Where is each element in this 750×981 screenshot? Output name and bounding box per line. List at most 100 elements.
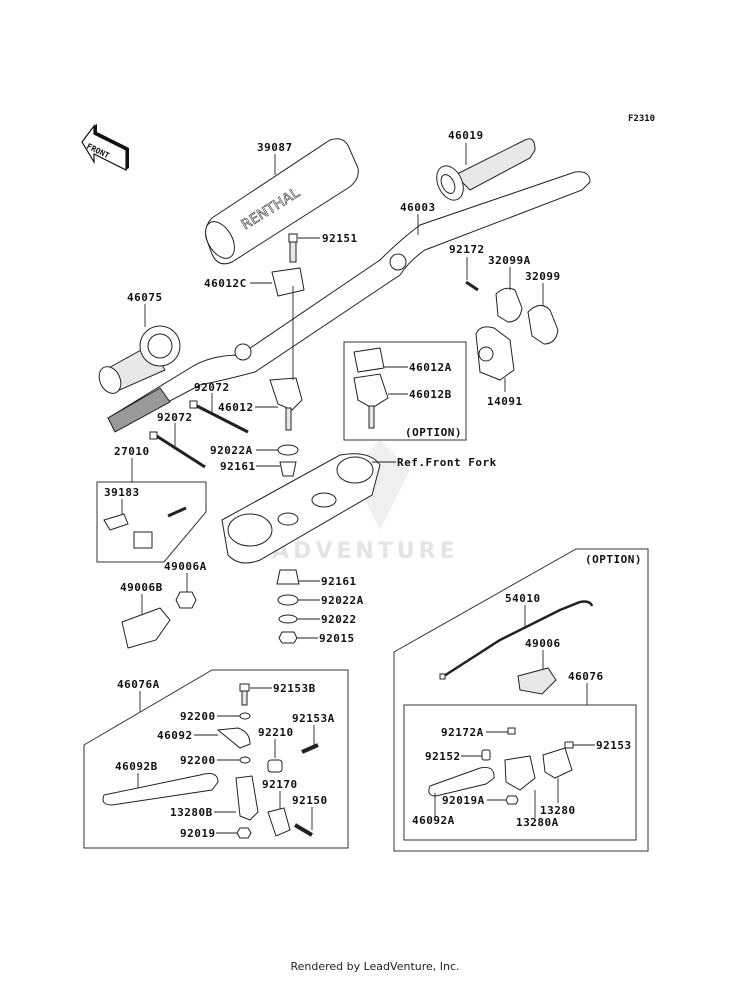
part-label-14091: 14091 — [487, 395, 523, 408]
upper-clamp-46012C — [271, 267, 305, 297]
part-label-27010: 27010 — [114, 445, 150, 458]
clamp-92170 — [267, 807, 291, 837]
footer-credit: Rendered by LeadVenture, Inc. — [290, 960, 460, 973]
bolt-92150 — [293, 823, 314, 837]
brake-lever-box — [403, 704, 637, 841]
washer-92022A — [277, 444, 299, 456]
part-label-13280: 13280 — [540, 804, 576, 817]
part-label-92072-a: 92072 — [194, 381, 230, 394]
clamp-46012A — [353, 347, 385, 373]
switch-clamp-39183 — [103, 513, 129, 531]
part-label-49006A: 49006A — [164, 560, 207, 573]
nut-92015 — [278, 631, 298, 644]
nut-92019A — [505, 795, 519, 805]
screw-92172A — [507, 727, 516, 735]
part-label-46092A: 46092A — [412, 814, 455, 827]
kill-switch-box — [96, 481, 207, 563]
option-box-clamps — [343, 341, 467, 441]
washer-92200-a — [239, 712, 251, 720]
part-label-92022A-lower: 92022A — [321, 594, 364, 607]
part-label-13280B: 13280B — [170, 806, 213, 819]
cable-54010 — [443, 600, 594, 678]
part-label-49006: 49006 — [525, 637, 561, 650]
washer-92022 — [278, 614, 298, 624]
screw-92172 — [465, 280, 479, 292]
washer-92022A-lower — [277, 594, 299, 606]
part-label-92072-b: 92072 — [157, 411, 193, 424]
part-label-92153: 92153 — [596, 739, 632, 752]
part-label-32099: 32099 — [525, 270, 561, 283]
left-grip-46075 — [98, 325, 181, 394]
part-label-46092: 46092 — [157, 729, 193, 742]
part-label-92019A: 92019A — [442, 794, 485, 807]
holder-13280A — [504, 755, 536, 791]
kill-switch — [133, 531, 153, 549]
adjuster-92210 — [267, 759, 283, 773]
part-label-92170: 92170 — [262, 778, 298, 791]
part-label-46076A: 46076A — [117, 678, 160, 691]
throttle-cover-49006B — [121, 607, 171, 649]
figure-id: F2310 — [628, 114, 655, 124]
clamp-13280 — [542, 747, 573, 779]
part-label-92210: 92210 — [258, 726, 294, 739]
part-label-49006B: 49006B — [120, 581, 163, 594]
triple-clamp — [221, 453, 381, 564]
ref-front-fork-label: Ref.Front Fork — [397, 456, 497, 469]
throttle-nut-49006A — [175, 591, 197, 609]
bolt-92151 — [288, 233, 298, 263]
bushing-92152 — [481, 749, 491, 761]
option-label-1: (OPTION) — [405, 426, 462, 439]
cable-tie-92072-a — [194, 403, 249, 434]
part-label-46019: 46019 — [448, 129, 484, 142]
part-label-13280A: 13280A — [516, 816, 559, 829]
lever-holder-13280B — [235, 775, 259, 821]
part-label-32099A: 32099A — [488, 254, 531, 267]
part-label-46092B: 46092B — [115, 760, 158, 773]
handlebar-46003 — [107, 171, 591, 433]
part-label-92015: 92015 — [319, 632, 355, 645]
front-arrow-icon: FRONT — [81, 124, 129, 171]
cable-tie-92072-b — [154, 433, 206, 469]
part-label-92172A: 92172A — [441, 726, 484, 739]
bracket-46092 — [216, 727, 251, 749]
part-label-92150: 92150 — [292, 794, 328, 807]
part-label-46012C: 46012C — [204, 277, 247, 290]
part-label-46012B: 46012B — [409, 388, 452, 401]
nut-92019 — [236, 827, 252, 839]
throttle-cover-14091 — [475, 326, 515, 381]
part-label-92172: 92172 — [449, 243, 485, 256]
part-label-92161-lower: 92161 — [321, 575, 357, 588]
part-label-46003: 46003 — [400, 201, 436, 214]
option-label-2: (OPTION) — [585, 553, 642, 566]
part-label-46012: 46012 — [218, 401, 254, 414]
part-label-92019: 92019 — [180, 827, 216, 840]
lever-46092A — [428, 767, 495, 797]
switch-connector — [167, 506, 187, 518]
clutch-lever-box — [83, 669, 349, 849]
part-label-46076: 46076 — [568, 670, 604, 683]
riser-clamp-46012 — [269, 377, 303, 411]
bushing-92161-upper — [279, 461, 297, 477]
part-label-46012A: 46012A — [409, 361, 452, 374]
part-label-92200-a: 92200 — [180, 710, 216, 723]
part-label-46075: 46075 — [127, 291, 163, 304]
option-box-brake — [393, 548, 649, 852]
bolt-92153A — [301, 743, 319, 754]
part-label-92153A: 92153A — [292, 712, 335, 725]
part-label-54010: 54010 — [505, 592, 541, 605]
part-label-92153B: 92153B — [273, 682, 316, 695]
handlebar-pad: RENTHAL — [205, 138, 359, 265]
part-label-92200-b: 92200 — [180, 754, 216, 767]
part-label-92161-upper: 92161 — [220, 460, 256, 473]
lever-46092B — [102, 773, 219, 806]
switch-housing-32099A — [495, 287, 523, 323]
part-label-39087: 39087 — [257, 141, 293, 154]
bolt-92153 — [564, 741, 574, 749]
part-label-92022A: 92022A — [210, 444, 253, 457]
part-label-92022: 92022 — [321, 613, 357, 626]
bushing-92161-lower — [276, 569, 300, 585]
switch-housing-32099 — [527, 305, 559, 345]
bolt-92153B — [239, 683, 250, 692]
part-label-92151: 92151 — [322, 232, 358, 245]
